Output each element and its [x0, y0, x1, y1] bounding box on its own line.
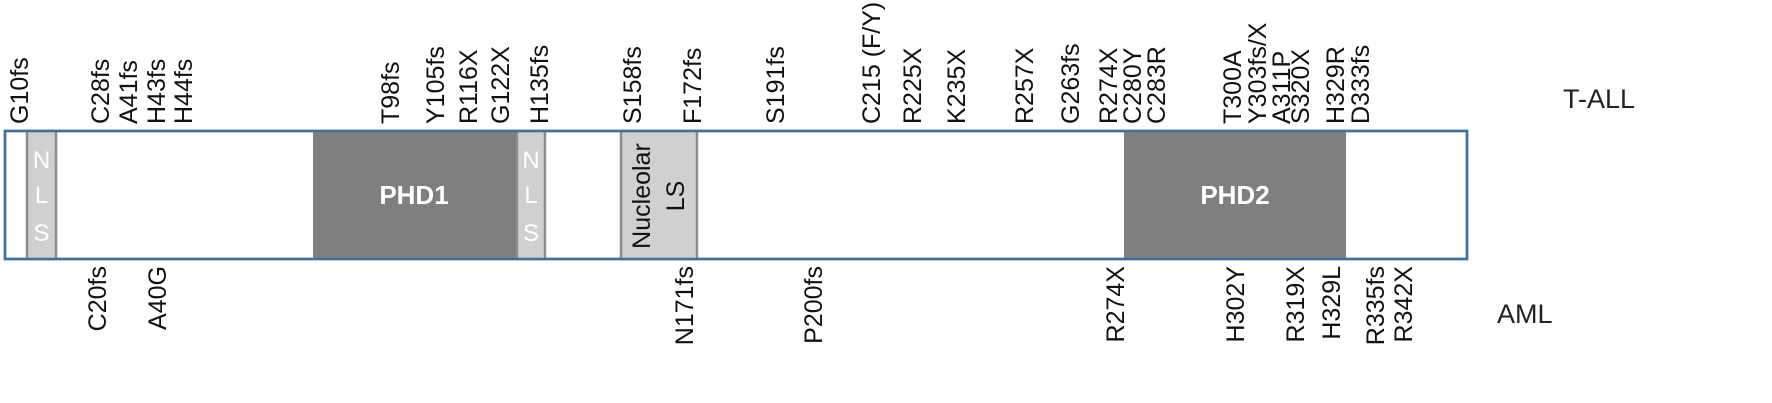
aml-mutation-label: A40G: [144, 266, 172, 330]
tall-mutation-label: H44fs: [170, 59, 198, 124]
phd1-label: PHD1: [379, 180, 448, 210]
tall-mutation-label: Y303fs/X: [1244, 22, 1272, 124]
nls1-letter-s: S: [33, 220, 49, 247]
tall-mutation-label: R225X: [899, 47, 927, 124]
aml-mutation-label: C20fs: [84, 266, 112, 331]
tall-mutation-label: G10fs: [6, 57, 34, 124]
nls1-letter-n: N: [33, 147, 50, 174]
tall-mutation-label: C280Y: [1119, 47, 1147, 124]
ls-label: LS: [662, 181, 690, 212]
nls-box-2: [515, 129, 547, 261]
nls2-letter-l: L: [524, 182, 537, 209]
aml-mutations: C20fs A40G N171fs P200fs R274X H302Y R319X H329…: [84, 266, 1418, 346]
phd2-domain: PHD2: [1124, 131, 1346, 259]
tall-mutation-label: S320X: [1287, 49, 1315, 124]
phd1-domain: PHD1: [313, 131, 516, 259]
tall-mutation-label: G122X: [487, 46, 515, 124]
tall-mutation-label: T98fs: [377, 61, 405, 124]
nucleolar-label: Nucleolar: [628, 143, 656, 249]
nls2-letter-s: S: [523, 220, 539, 247]
nls-domain-2: N L S: [515, 129, 547, 261]
aml-mutation-label: N171fs: [671, 266, 699, 345]
tall-mutation-label: C283R: [1143, 46, 1171, 124]
aml-mutation-label: P200fs: [800, 266, 828, 344]
tall-mutation-label: R116X: [455, 49, 483, 124]
phd2-label: PHD2: [1200, 180, 1269, 210]
aml-mutation-label: H302Y: [1222, 266, 1250, 343]
aml-mutation-label: R274X: [1102, 266, 1130, 343]
tall-mutation-label: D333fs: [1347, 45, 1375, 124]
nls2-letter-n: N: [522, 147, 539, 174]
aml-track-label: AML: [1497, 299, 1553, 329]
aml-mutation-label: R319X: [1282, 266, 1310, 343]
nucleolar-ls-domain: Nucleolar LS: [619, 129, 699, 261]
tall-mutation-label: C28fs: [87, 59, 115, 124]
tall-mutation-label: Y105fs: [422, 46, 450, 124]
tall-mutation-label: K235X: [943, 49, 971, 124]
tall-mutation-label: F172fs: [679, 48, 707, 124]
tall-mutation-label: H43fs: [143, 59, 171, 124]
tall-mutation-label: S191fs: [762, 46, 790, 124]
nls1-letter-l: L: [35, 182, 48, 209]
tall-mutation-label: R274X: [1095, 47, 1123, 124]
protein-backbone-outline: [3, 129, 1469, 261]
tall-mutation-label: C215 (F/Y): [858, 2, 886, 124]
aml-mutation-label: H329L: [1318, 266, 1346, 340]
tall-mutation-label: H329R: [1322, 46, 1350, 124]
phd1-box: [313, 131, 516, 259]
aml-mutation-label: R342X: [1390, 266, 1418, 343]
nls-domain-1: N L S: [25, 129, 58, 261]
aml-mutation-label: R335fs: [1362, 266, 1390, 345]
phd2-box: [1124, 131, 1346, 259]
tall-mutation-label: G263fs: [1057, 43, 1085, 124]
tall-mutation-label: H135fs: [526, 45, 554, 124]
tall-mutation-label: A41fs: [115, 60, 143, 124]
tall-mutation-label: T300A: [1219, 50, 1247, 124]
tall-mutation-label: S158fs: [619, 46, 647, 124]
tall-mutation-label: A311P: [1268, 51, 1296, 124]
tall-mutation-label: R257X: [1011, 47, 1039, 124]
tall-track-label: T-ALL: [1563, 84, 1635, 114]
